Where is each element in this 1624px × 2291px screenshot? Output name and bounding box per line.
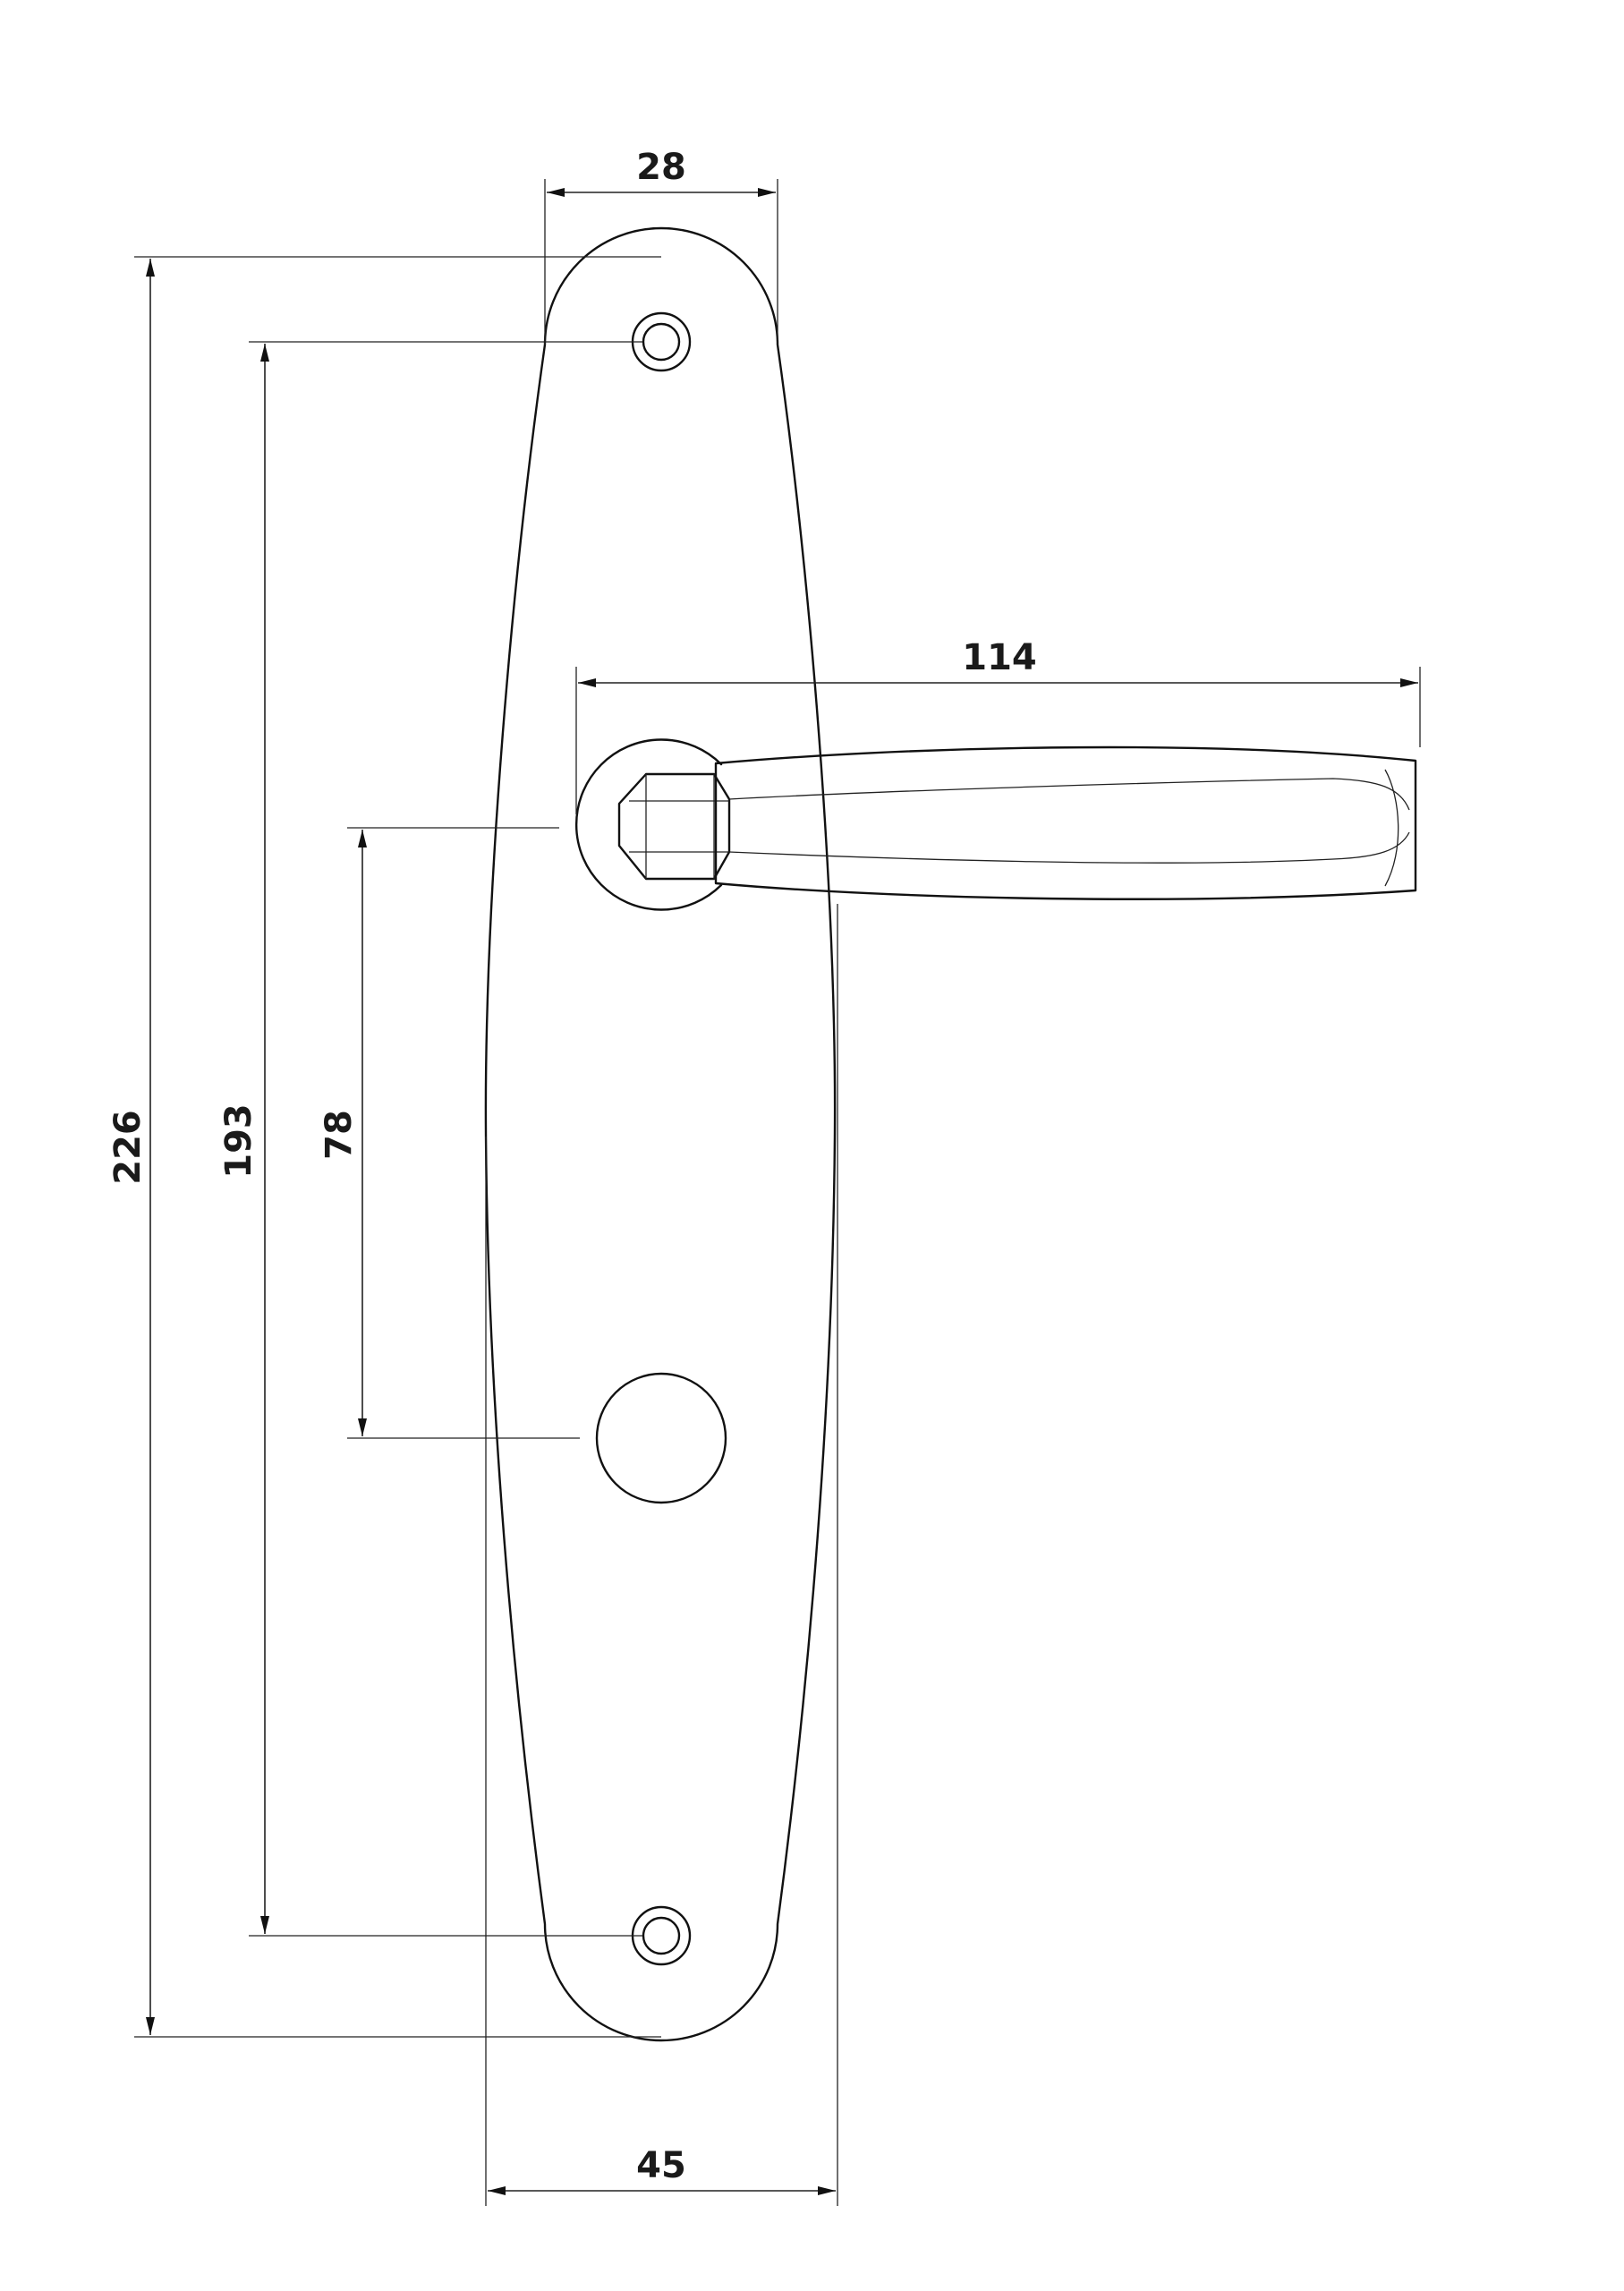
lever-neck: [617, 772, 731, 881]
dimension-labels: 28 114 226 193 78 45: [107, 147, 1037, 2186]
dim-label-226: 226: [107, 1110, 149, 1185]
dim-label-45: 45: [636, 2145, 686, 2186]
dim-label-193: 193: [218, 1103, 259, 1179]
dim-label-78: 78: [319, 1110, 360, 1160]
keyhole-circle: [595, 1372, 727, 1504]
backplate-outline: [484, 226, 837, 2042]
dimension-lines: [146, 188, 1418, 2195]
dim-label-114: 114: [962, 637, 1037, 678]
extension-lines: [134, 179, 1421, 2206]
lever-handle: [574, 738, 1417, 911]
backplate: [484, 226, 837, 2042]
rose-outline: [574, 738, 723, 911]
dim-label-28: 28: [636, 147, 686, 188]
lever-body: [714, 745, 1417, 900]
